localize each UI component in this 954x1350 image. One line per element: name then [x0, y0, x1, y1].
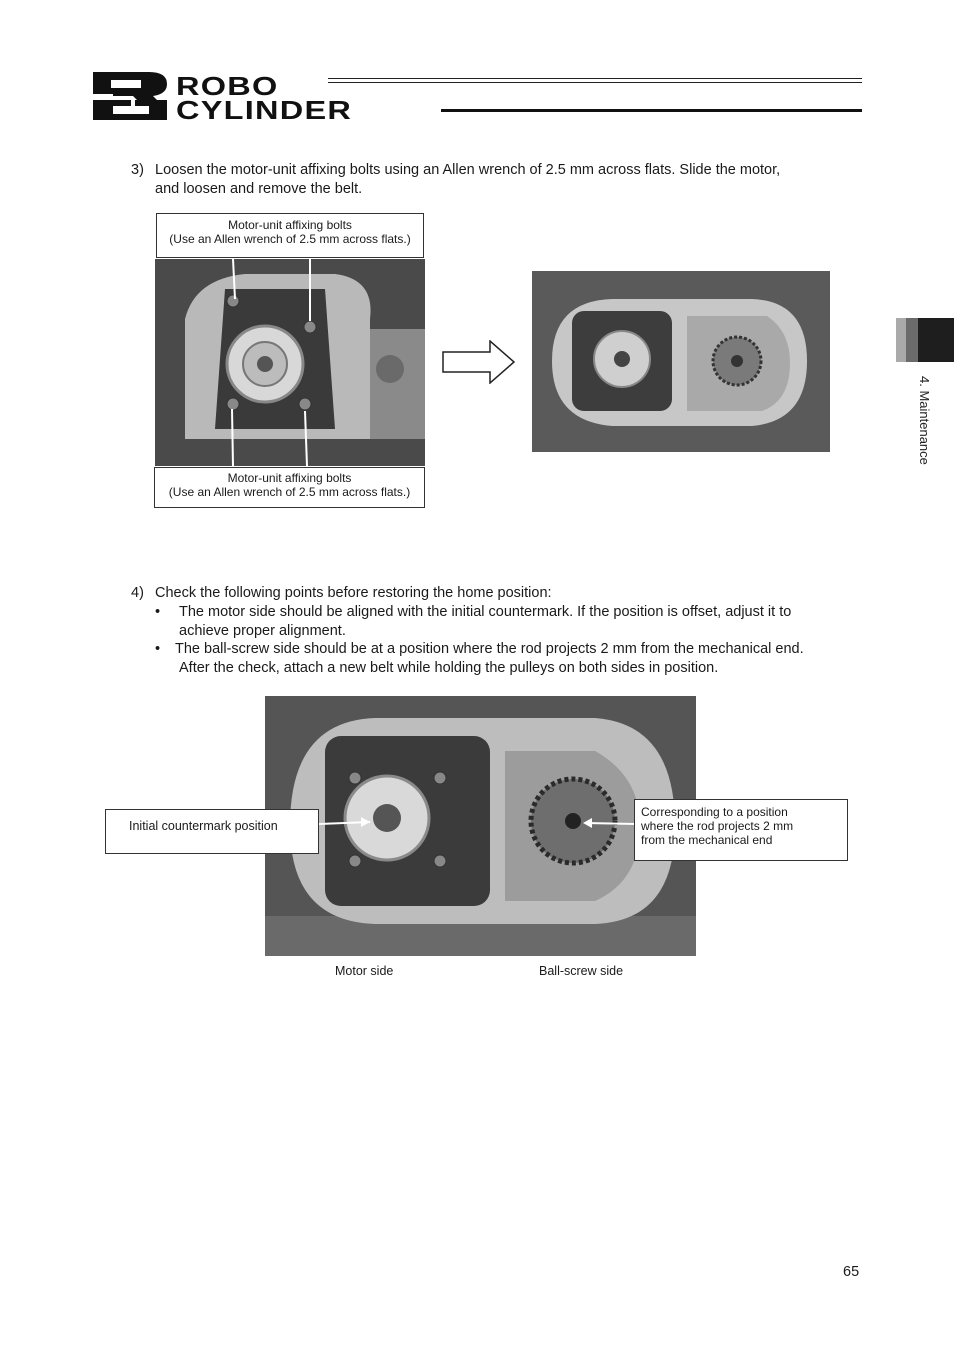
- callout-line: Corresponding to a position: [641, 805, 788, 819]
- callout-line: Motor-unit affixing bolts: [228, 218, 352, 232]
- callout-line: (Use an Allen wrench of 2.5 mm across fl…: [169, 232, 411, 246]
- page-number: 65: [843, 1264, 860, 1280]
- callout-text: Initial countermark position: [129, 819, 278, 833]
- caption-motor-side: Motor side: [335, 964, 394, 978]
- logo-line-cylinder: CYLINDER: [176, 95, 353, 125]
- callout-line: Motor-unit affixing bolts: [227, 471, 352, 485]
- bullet1-line1: The motor side should be aligned with th…: [179, 604, 792, 620]
- callout-initial-countermark: Initial countermark position: [105, 809, 319, 854]
- logo-line-robo: ROBO: [176, 71, 279, 101]
- photo-home-position: [265, 696, 696, 956]
- caption-ball-screw-side: Ball-screw side: [539, 964, 624, 978]
- arrow-right-icon: [442, 339, 516, 385]
- side-tab-stripe: [906, 318, 918, 362]
- bullet1-line2: achieve proper alignment.: [179, 623, 346, 639]
- step4-number: 4): [131, 585, 144, 601]
- header-rule: [328, 82, 862, 83]
- callout-rod-position: Corresponding to a position where the ro…: [634, 799, 848, 861]
- callout-line: where the rod projects 2 mm: [641, 819, 794, 833]
- side-tab-label: 4. Maintenance: [917, 376, 932, 465]
- photo-belt-removed: [532, 271, 830, 452]
- bullet-symbol: •: [155, 604, 161, 620]
- step3-text-line2: and loosen and remove the belt.: [155, 181, 363, 197]
- callout-line: from the mechanical end: [641, 833, 773, 847]
- rc-logo-mark: [91, 70, 169, 122]
- photo-motor-unit-bolts: [155, 259, 425, 466]
- logo-wordmark: ROBO CYLINDER: [176, 71, 353, 125]
- bullet-symbol: •: [155, 641, 161, 657]
- header-rule: [328, 78, 862, 79]
- callout-bolts-top: Motor-unit affixing bolts (Use an Allen …: [156, 213, 424, 258]
- step3-text-line1: Loosen the motor-unit affixing bolts usi…: [155, 162, 781, 178]
- bullet2-line2: After the check, attach a new belt while…: [179, 660, 719, 676]
- step3-number: 3): [131, 162, 144, 178]
- callout-bolts-bottom: Motor-unit affixing bolts (Use an Allen …: [154, 467, 425, 508]
- callout-line: (Use an Allen wrench of 2.5 mm across fl…: [168, 485, 411, 499]
- side-tab-stripe: [896, 318, 906, 362]
- header-rule-thick: [441, 109, 862, 112]
- step4-intro: Check the following points before restor…: [155, 585, 552, 601]
- bullet2-line1: The ball-screw side should be at a posit…: [175, 641, 804, 657]
- side-tab-block: [918, 318, 954, 362]
